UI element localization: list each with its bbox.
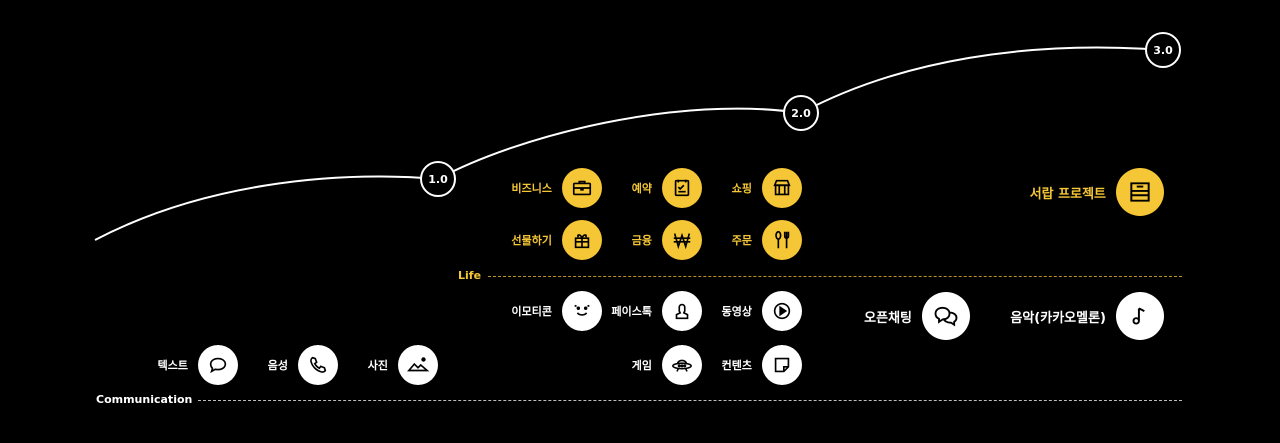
node-openchat[interactable]: 오픈채팅 — [864, 292, 970, 340]
node-business[interactable]: 비즈니스 — [512, 168, 602, 208]
node-gift-label: 선물하기 — [511, 234, 552, 247]
node-text[interactable]: 텍스트 — [158, 345, 238, 385]
won-icon — [662, 220, 702, 260]
node-contents[interactable]: 컨텐츠 — [722, 345, 802, 385]
node-text-label: 텍스트 — [157, 359, 188, 372]
phone-icon — [298, 345, 338, 385]
node-gift[interactable]: 선물하기 — [512, 220, 602, 260]
node-emoticon[interactable]: 이모티콘 — [512, 291, 602, 331]
version-marker-2-0: 2.0 — [783, 95, 819, 131]
briefcase-icon — [562, 168, 602, 208]
node-emoticon-label: 이모티콘 — [511, 305, 552, 318]
node-photo-label: 사진 — [367, 359, 388, 372]
ufo-icon — [662, 345, 702, 385]
node-music[interactable]: 음악(카카오멜론) — [1010, 292, 1164, 340]
node-video-label: 동영상 — [721, 305, 752, 318]
node-finance[interactable]: 금융 — [632, 220, 702, 260]
chat-bubbles-icon — [922, 292, 970, 340]
life-track-line — [488, 276, 1182, 277]
node-voice[interactable]: 음성 — [268, 345, 338, 385]
node-game-label: 게임 — [631, 359, 652, 372]
mountain-icon — [398, 345, 438, 385]
version-marker-3-0: 3.0 — [1145, 32, 1181, 68]
drawer-icon — [1116, 168, 1164, 216]
communication-track-label: Communication — [96, 393, 193, 406]
node-game[interactable]: 게임 — [632, 345, 702, 385]
node-shopping-label: 쇼핑 — [731, 182, 752, 195]
node-order[interactable]: 주문 — [732, 220, 802, 260]
node-contents-label: 컨텐츠 — [721, 359, 752, 372]
node-openchat-label: 오픈채팅 — [864, 310, 912, 326]
node-drawer-project-label: 서랍 프로젝트 — [1029, 186, 1106, 202]
note-icon — [762, 345, 802, 385]
node-music-label: 음악(카카오멜론) — [1010, 310, 1106, 326]
life-track-label: Life — [458, 269, 482, 282]
node-business-label: 비즈니스 — [511, 182, 552, 195]
checklist-icon — [662, 168, 702, 208]
node-order-label: 주문 — [731, 234, 752, 247]
node-finance-label: 금융 — [631, 234, 652, 247]
smiley-icon — [562, 291, 602, 331]
storefront-icon — [762, 168, 802, 208]
node-photo[interactable]: 사진 — [368, 345, 438, 385]
version-marker-1-0: 1.0 — [420, 161, 456, 197]
utensils-icon — [762, 220, 802, 260]
gift-icon — [562, 220, 602, 260]
play-icon — [762, 291, 802, 331]
node-facetalk[interactable]: 페이스톡 — [612, 291, 702, 331]
node-drawer-project[interactable]: 서랍 프로젝트 — [1030, 168, 1164, 216]
speech-bubble-icon — [198, 345, 238, 385]
person-icon — [662, 291, 702, 331]
node-voice-label: 음성 — [267, 359, 288, 372]
node-booking-label: 예약 — [631, 182, 652, 195]
node-video[interactable]: 동영상 — [722, 291, 802, 331]
node-shopping[interactable]: 쇼핑 — [732, 168, 802, 208]
node-facetalk-label: 페이스톡 — [611, 305, 652, 318]
node-booking[interactable]: 예약 — [632, 168, 702, 208]
music-note-icon — [1116, 292, 1164, 340]
communication-track-line — [198, 400, 1182, 401]
